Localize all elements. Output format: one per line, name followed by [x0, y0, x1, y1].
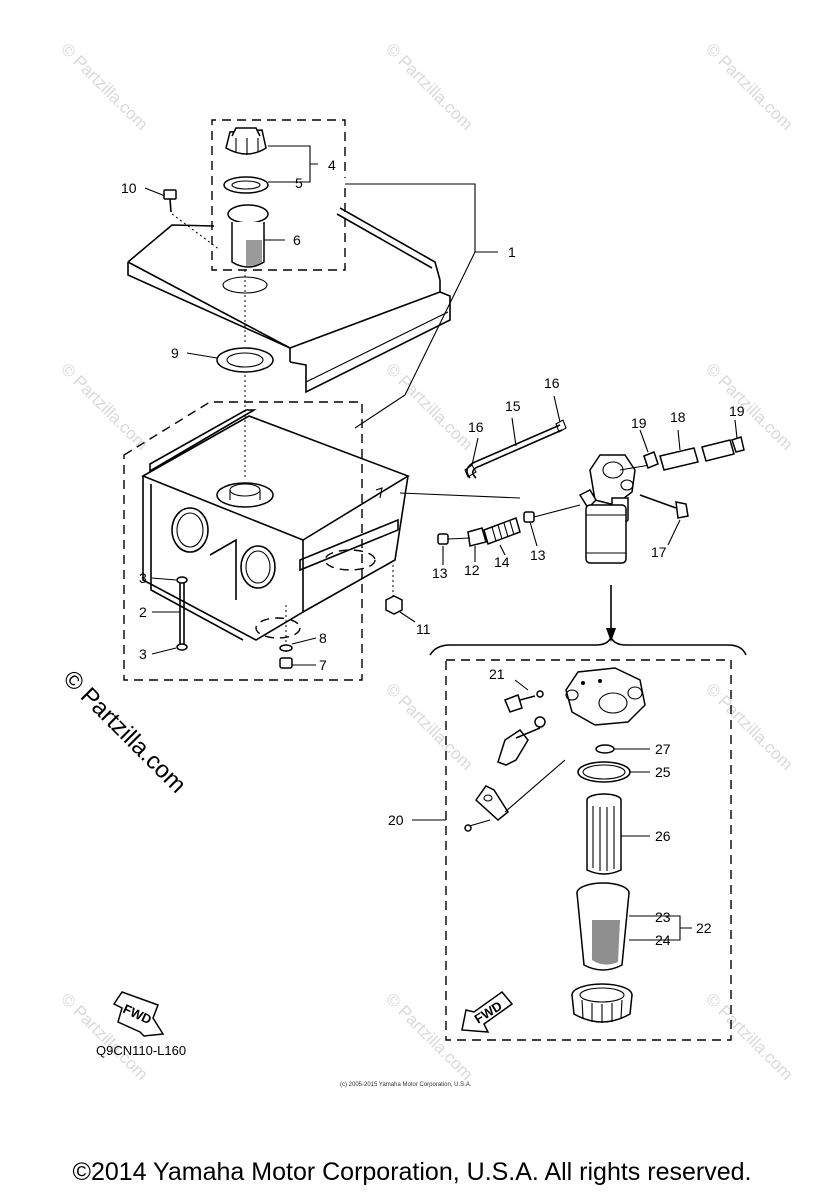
air-bleed-screw	[504, 679, 544, 713]
fuel-hose-15	[464, 395, 567, 479]
callout-19: 19	[631, 415, 647, 431]
callout-6: 6	[293, 232, 301, 248]
cap-group-box	[211, 119, 346, 271]
callout-12: 12	[464, 562, 480, 578]
cap-gasket	[223, 176, 269, 194]
callout-8: 8	[319, 630, 327, 646]
callout-3: 3	[139, 570, 147, 586]
callout-24: 24	[655, 932, 671, 948]
callout-1: 1	[508, 244, 516, 260]
drain-bolt	[279, 605, 317, 669]
watermark: © Partzilla.com	[57, 359, 151, 453]
diagram-code: Q9CN110-L160	[96, 1043, 186, 1058]
callout-3: 3	[139, 646, 147, 662]
watermark: © Partzilla.com	[702, 989, 796, 1083]
fine-print: (c) 2005-2015 Yamaha Motor Corporation, …	[340, 1082, 472, 1088]
fuel-tank	[141, 409, 410, 641]
callout-15: 15	[505, 398, 521, 414]
callout-13: 13	[432, 565, 448, 581]
fuel-filter-assembly	[578, 454, 651, 564]
tank-gasket	[186, 347, 274, 373]
watermark-large: © Partzilla.com	[58, 665, 191, 798]
fuel-hose-18	[639, 419, 745, 471]
callout-17: 17	[651, 544, 667, 560]
filter-bracket	[464, 759, 566, 832]
filter-element	[586, 793, 650, 875]
callout-20: 20	[388, 812, 404, 828]
watermark: © Partzilla.com	[382, 39, 476, 133]
filter-head	[565, 667, 646, 726]
callout-25: 25	[655, 764, 671, 780]
o-ring-27	[595, 744, 615, 754]
o-ring-25	[577, 761, 650, 783]
callout-27: 27	[655, 741, 671, 757]
detail-bracket	[429, 634, 747, 656]
bolt-17	[639, 494, 689, 546]
vent-hose	[151, 576, 188, 655]
detail-box	[445, 659, 732, 1041]
callout-9: 9	[171, 345, 179, 361]
bolt-11	[385, 560, 416, 623]
filter-cup	[576, 882, 692, 971]
callout-5: 5	[295, 175, 303, 191]
callout-26: 26	[655, 828, 671, 844]
callout-2: 2	[139, 604, 147, 620]
callout-10: 10	[121, 180, 137, 196]
callout-4: 4	[328, 157, 336, 173]
callout-16: 16	[468, 419, 484, 435]
watermark: © Partzilla.com	[702, 39, 796, 133]
fuel-hose-14	[437, 504, 581, 565]
watermark: © Partzilla.com	[702, 359, 796, 453]
callout-11: 11	[416, 621, 431, 637]
fwd-arrow-left: FWD	[112, 991, 165, 1037]
fuel-cap	[225, 127, 267, 155]
callout-13: 13	[530, 547, 546, 563]
callout-21: 21	[489, 666, 505, 682]
callout-19: 19	[729, 403, 745, 419]
watermark: © Partzilla.com	[57, 39, 151, 133]
bolt-10	[144, 187, 221, 251]
callout-7: 7	[319, 657, 327, 673]
copyright-notice: ©2014 Yamaha Motor Corporation, U.S.A. A…	[72, 1158, 752, 1186]
callout-labels: 1 2 3 3 4 5 6 7 8 9 10 11 12 13 13 14 15…	[121, 157, 745, 948]
callout-16: 16	[544, 375, 560, 391]
watermark: © Partzilla.com	[382, 989, 476, 1083]
fuel-strainer	[227, 204, 269, 268]
drain-cock	[497, 716, 546, 766]
callout-23: 23	[655, 909, 671, 925]
callout-18: 18	[670, 409, 686, 425]
watermark: © Partzilla.com	[702, 679, 796, 773]
tank-group-box	[123, 401, 363, 681]
callout-22: 22	[696, 920, 712, 936]
tank-cover-panel	[127, 207, 451, 394]
fwd-arrow-right: FWD	[461, 990, 514, 1033]
watermark: © Partzilla.com	[382, 679, 476, 773]
watermark: © Partzilla.com	[382, 359, 476, 453]
callout-14: 14	[494, 554, 510, 570]
ring-nut	[571, 983, 633, 1023]
